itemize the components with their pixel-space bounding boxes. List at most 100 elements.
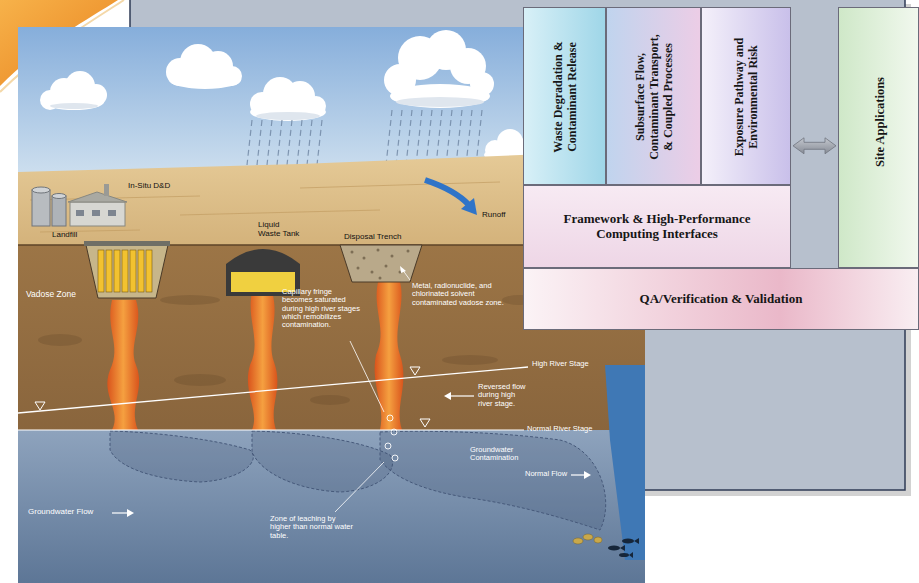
soil-mottling <box>38 334 82 346</box>
disposal-trench <box>357 267 360 270</box>
in-situ-facility <box>92 210 100 216</box>
module-box: Waste Degradation & Contaminant Release <box>523 7 606 185</box>
disposal-trench <box>351 251 354 254</box>
box-title: Waste Degradation & Contaminant Release <box>552 22 580 172</box>
disposal-trench <box>340 245 422 282</box>
fish <box>622 539 634 544</box>
cloud-shade <box>50 103 98 109</box>
callout-label: Runoff <box>482 211 505 220</box>
in-situ-facility <box>70 202 125 226</box>
framework-band: Framework & High-Performance Computing I… <box>523 185 791 268</box>
in-situ-facility <box>32 184 127 226</box>
runoff-arrow <box>425 180 469 205</box>
callout-label: Groundwater Flow <box>28 508 93 517</box>
box-title: Subsurface Flow, Contaminant Transport, … <box>634 32 675 162</box>
landfill <box>122 250 128 292</box>
cloud <box>390 84 490 108</box>
callout-label: Liquid Waste Tank <box>258 221 302 239</box>
in-situ-facility <box>76 210 84 216</box>
rain <box>386 110 482 165</box>
in-situ-facility <box>52 196 66 226</box>
box-title: QA/Verification & Validation <box>640 292 803 307</box>
fish <box>634 538 639 544</box>
capillary-fringe <box>392 455 398 461</box>
contaminant-plume <box>375 282 404 430</box>
label-anchor: Normal River Stage <box>527 425 592 433</box>
cloud-shade <box>396 97 484 107</box>
leader-line <box>350 341 384 412</box>
soil-mottling <box>442 355 498 365</box>
module-box: Exposure Pathway and Environmental Risk <box>701 7 791 185</box>
label-anchor: Zone of leaching by higher than normal w… <box>270 515 358 540</box>
callout-label: Metal, radionuclide, and chlorinated sol… <box>412 282 506 307</box>
callout-label: Disposal Trench <box>344 233 401 242</box>
disposal-trench <box>407 250 410 253</box>
disposal-trench <box>340 245 422 282</box>
landfill <box>98 250 104 292</box>
landfill <box>86 245 168 298</box>
in-situ-facility <box>52 194 66 199</box>
leader-line <box>335 462 384 512</box>
fish <box>629 552 633 558</box>
normal-river-stage-line <box>18 429 524 430</box>
disposal-trench <box>379 277 382 280</box>
cloud-shade <box>256 112 320 120</box>
water-level-symbol <box>35 402 45 410</box>
groundwater-plume <box>380 431 606 530</box>
rain <box>247 120 322 165</box>
disposal-trench <box>363 257 366 260</box>
shore-rocks <box>594 537 602 543</box>
groundwater-plume <box>252 431 393 492</box>
qa-band: QA/Verification & Validation <box>523 268 919 330</box>
disposal-trench <box>371 271 374 274</box>
site-box: Site Applications <box>838 7 919 268</box>
disposal-trench <box>391 255 394 258</box>
contaminant-plume <box>107 282 403 430</box>
label-anchor: Groundwater Flow <box>28 508 93 517</box>
landfill <box>106 250 112 292</box>
river <box>605 365 645 560</box>
label-anchor: Runoff <box>482 211 505 220</box>
landfill <box>138 250 144 292</box>
cloud <box>169 71 241 89</box>
disposal-trench <box>385 265 388 268</box>
module-box: Subsurface Flow, Contaminant Transport, … <box>606 7 701 185</box>
landfill <box>146 250 152 292</box>
soil-mottling <box>160 295 220 305</box>
callout-label: Landfill <box>52 231 77 240</box>
fish <box>608 538 639 558</box>
high-river-stage-line <box>18 367 528 413</box>
label-anchor: Vadose Zone <box>26 290 76 299</box>
water-level-symbol <box>410 367 420 375</box>
flow-arrow <box>112 392 591 517</box>
shore-rocks <box>583 534 593 540</box>
runoff-arrow <box>425 180 477 215</box>
callout-label: Normal Flow <box>525 470 567 478</box>
flow-arrow <box>571 474 585 475</box>
cloud <box>250 103 326 121</box>
rotated-text-wrapper: Exposure Pathway and Environmental Risk <box>733 37 761 157</box>
label-anchor: Landfill <box>52 231 77 240</box>
label-anchor: Disposal Trench <box>344 233 401 242</box>
label-anchor: Reversed flow during high river stage. <box>478 383 530 408</box>
fish <box>620 545 625 551</box>
disposal-trench <box>377 249 380 252</box>
label-anchor: High River Stage <box>532 360 589 368</box>
soil-mottling <box>310 395 350 405</box>
landfill <box>130 250 136 292</box>
label-anchor: Capillary fringe becomes saturated durin… <box>282 288 362 329</box>
box-title: Site Applications <box>872 12 886 232</box>
groundwater-plume <box>110 431 253 482</box>
double-arrow <box>793 138 836 154</box>
fish <box>608 546 620 551</box>
label-anchor: Groundwater Contamination <box>470 446 532 463</box>
label-anchor: In-Situ D&D <box>128 182 170 191</box>
callout-label: Normal River Stage <box>527 425 592 433</box>
landfill <box>84 241 170 298</box>
callout-label: High River Stage <box>532 360 589 368</box>
label-anchor: Metal, radionuclide, and chlorinated sol… <box>412 282 506 307</box>
in-situ-facility <box>104 184 109 196</box>
in-situ-facility <box>32 190 50 226</box>
contaminant-plume <box>107 300 139 430</box>
